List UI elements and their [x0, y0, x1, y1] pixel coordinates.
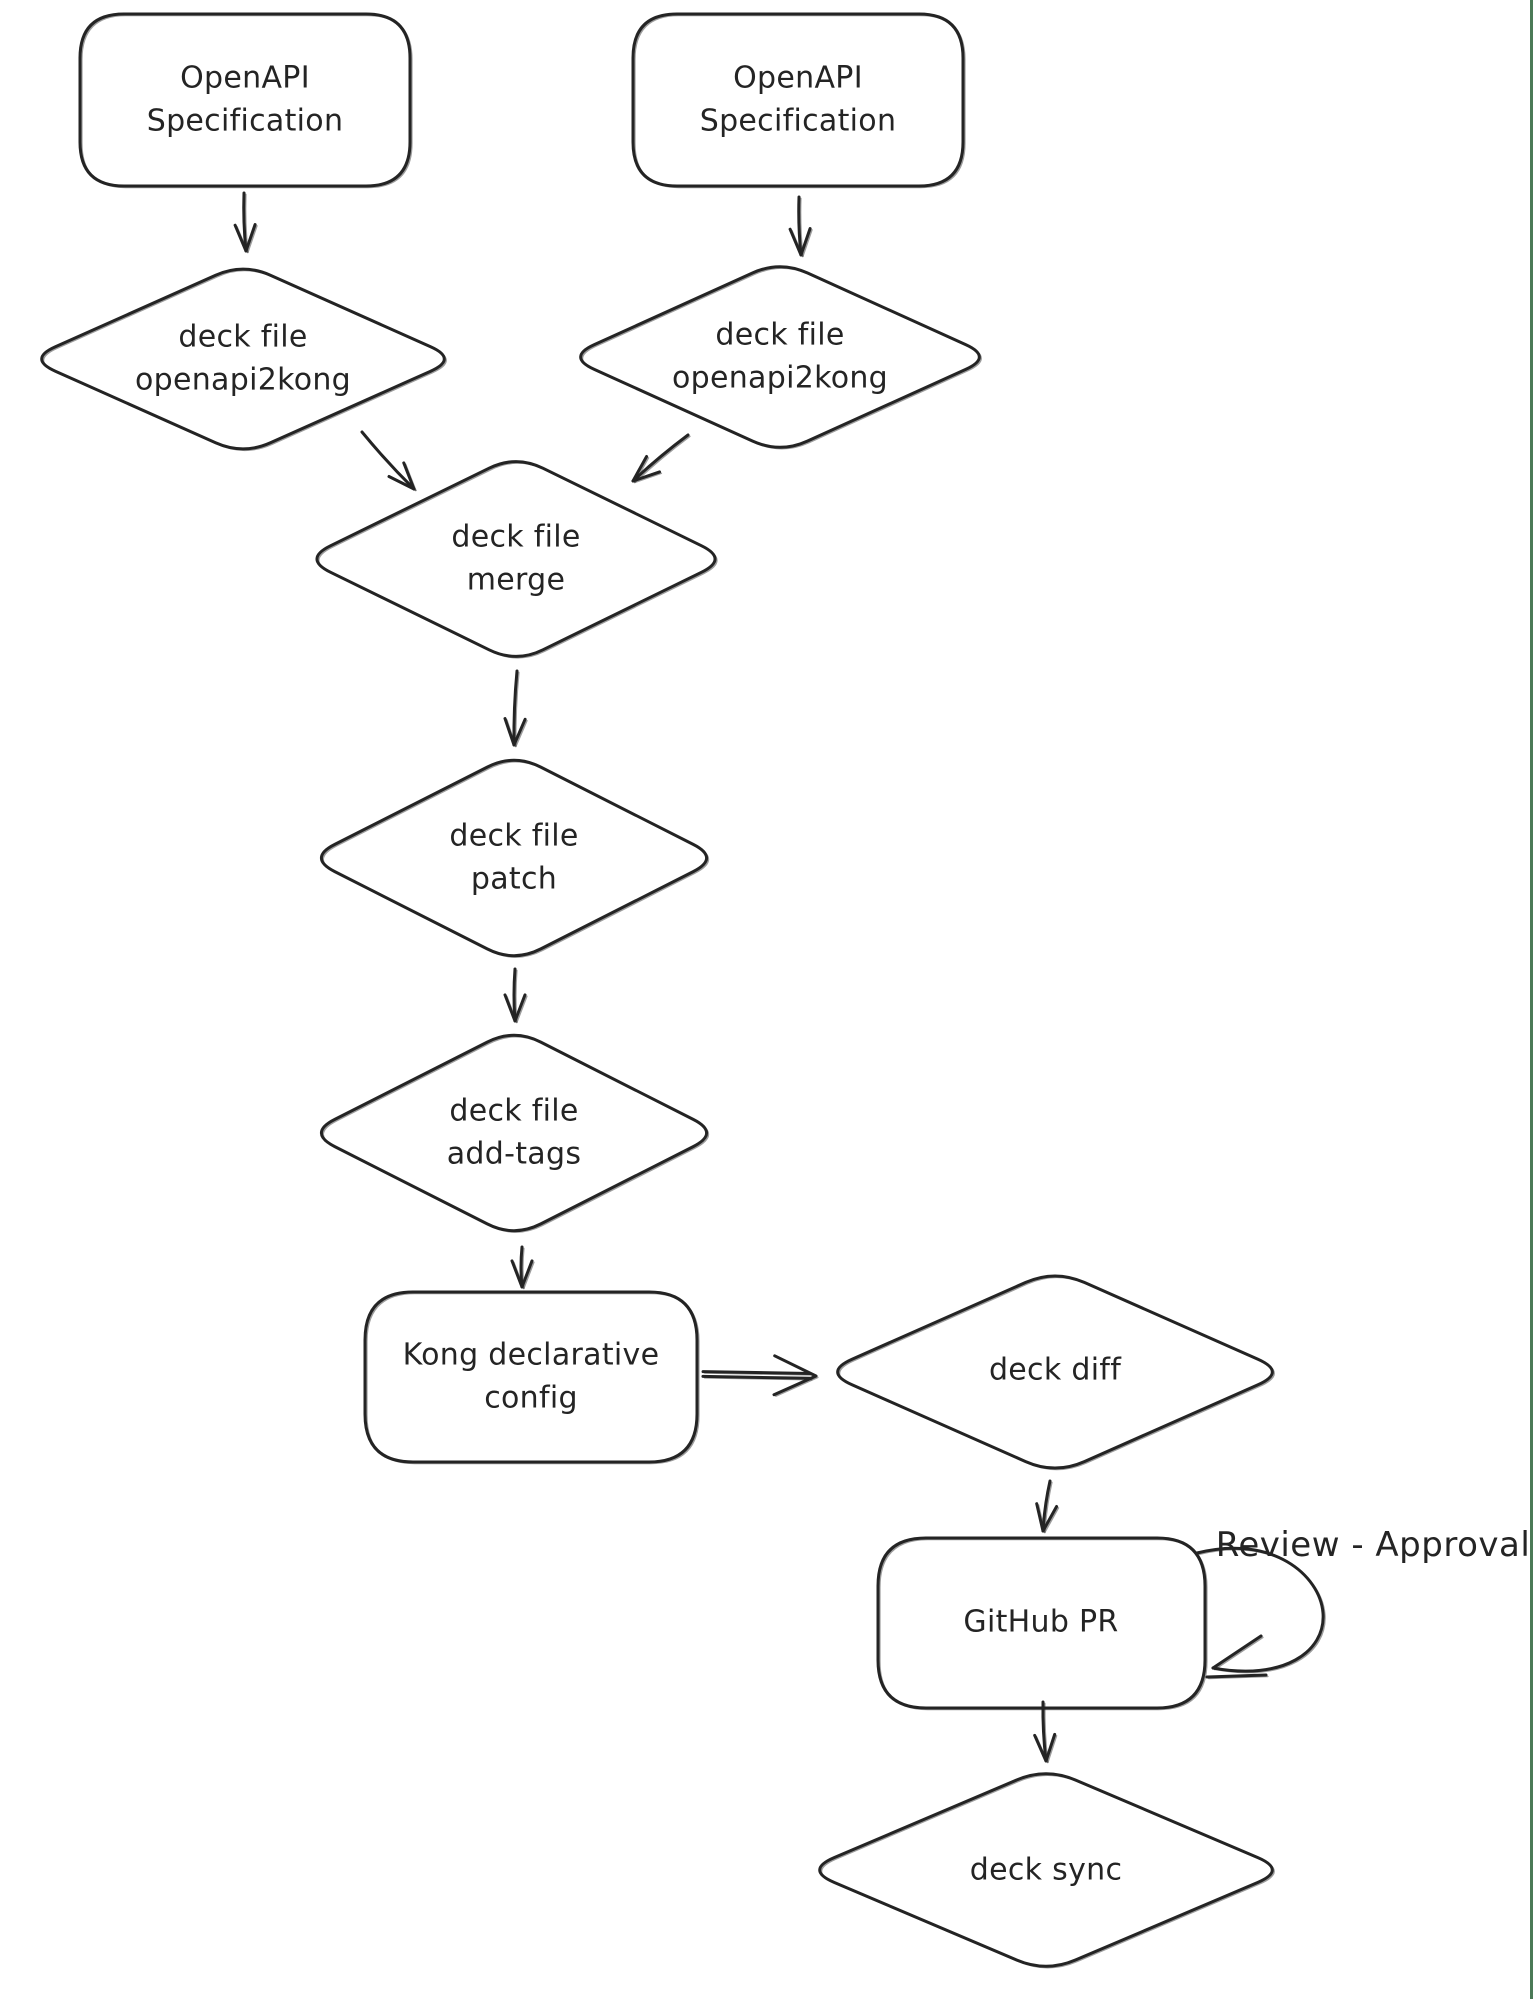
page-edge-line — [1530, 0, 1533, 1999]
arrow-openapi2kong-left-to-merge-shaft — [360, 430, 416, 491]
arrow-kong-config-to-deck-diff-head — [772, 1354, 818, 1397]
node-kong-declarative-config-label: Kong declarative config — [402, 1337, 660, 1415]
node-deck-file-openapi2kong-right-label: deck file openapi2kong — [671, 317, 889, 395]
arrow-github-pr-to-deck-sync-head — [1033, 1732, 1057, 1763]
arrow-github-pr-to-deck-sync-head-sketch-stroke — [1035, 1734, 1058, 1764]
arrow-deck-diff-to-github-pr-head — [1035, 1502, 1059, 1533]
arrow-openapi2kong-left-to-merge-head-sketch-stroke — [389, 463, 417, 492]
arrow-github-pr-review-loop-head-upper-sketch-stroke — [1213, 1636, 1264, 1671]
arrow-spec-left-to-openapi2kong-left-head-sketch-stroke — [236, 225, 258, 254]
review-approval-annotation: Review - Approval — [1215, 1525, 1531, 1565]
arrow-patch-to-add-tags-shaft — [512, 967, 517, 1023]
arrow-patch-to-add-tags-head — [503, 993, 527, 1023]
node-deck-sync-shape-sketch-stroke — [820, 1774, 1275, 1969]
arrow-spec-right-to-openapi2kong-right-head — [788, 227, 812, 257]
arrow-kong-config-to-deck-diff-shaft-b-sketch-stroke — [704, 1372, 813, 1376]
node-deck-file-add-tags-label: deck file add-tags — [446, 1093, 582, 1171]
node-deck-file-openapi2kong-left-label: deck file openapi2kong — [134, 319, 352, 397]
arrow-deck-diff-to-github-pr-head-sketch-stroke — [1037, 1504, 1060, 1534]
node-deck-file-merge-shape-sketch-stroke — [317, 462, 718, 659]
arrow-spec-right-to-openapi2kong-right-head-sketch-stroke — [791, 229, 813, 258]
arrow-kong-config-to-deck-diff-shaft-a — [701, 1374, 812, 1380]
node-openapi-spec-left-shape — [78, 12, 412, 188]
arrow-merge-to-patch-shaft — [512, 669, 519, 747]
node-kong-declarative-config-shape — [363, 1290, 699, 1464]
arrow-add-tags-to-kong-config-head — [510, 1259, 534, 1289]
arrow-github-pr-review-loop-shaft-sketch-stroke — [1197, 1548, 1326, 1674]
arrow-spec-left-to-openapi2kong-left-head — [233, 223, 257, 253]
node-deck-file-add-tags-shape — [319, 1033, 709, 1233]
node-deck-file-add-tags-shape-sketch-stroke — [322, 1035, 710, 1233]
arrow-merge-to-patch-head — [503, 717, 527, 747]
node-deck-diff-label: deck diff — [988, 1352, 1122, 1388]
arrow-github-pr-review-loop-head-lower — [1205, 1673, 1268, 1679]
node-openapi-spec-right-shape-sketch-stroke — [633, 14, 966, 189]
node-deck-file-openapi2kong-right-shape — [579, 265, 981, 449]
node-deck-file-openapi2kong-left-shape-sketch-stroke — [42, 269, 447, 452]
node-deck-diff-shape — [836, 1274, 1274, 1470]
node-github-pr-shape — [876, 1536, 1207, 1710]
arrow-kong-config-to-deck-diff-shaft-a-sketch-stroke — [703, 1376, 813, 1381]
node-openapi-spec-right-label: OpenAPI Specification — [699, 60, 897, 138]
arrow-kong-config-to-deck-diff-shaft-b — [701, 1370, 812, 1375]
node-deck-diff-shape-sketch-stroke — [838, 1276, 1275, 1471]
node-deck-file-merge-label: deck file merge — [451, 519, 581, 597]
arrow-merge-to-patch-head-sketch-stroke — [505, 719, 528, 748]
node-deck-file-patch-shape — [319, 758, 709, 958]
node-deck-file-openapi2kong-right-shape-sketch-stroke — [581, 267, 982, 450]
arrow-openapi2kong-left-to-merge-head — [387, 461, 416, 491]
arrow-openapi2kong-right-to-merge-head — [631, 455, 661, 483]
arrow-kong-config-to-deck-diff-head-sketch-stroke — [774, 1356, 819, 1397]
node-github-pr-shape-sketch-stroke — [878, 1538, 1208, 1711]
arrow-patch-to-add-tags-head-sketch-stroke — [505, 995, 528, 1024]
node-deck-file-patch-shape-sketch-stroke — [322, 760, 710, 958]
node-deck-sync-label: deck sync — [969, 1852, 1123, 1888]
arrow-github-pr-review-loop-head-upper — [1211, 1634, 1263, 1670]
node-deck-file-merge-shape — [315, 460, 717, 658]
node-openapi-spec-right-shape — [631, 12, 965, 188]
arrow-openapi2kong-right-to-merge-head-sketch-stroke — [633, 457, 663, 484]
node-openapi-spec-left-label: OpenAPI Specification — [146, 60, 344, 138]
node-kong-declarative-config-shape-sketch-stroke — [365, 1292, 700, 1465]
arrow-add-tags-to-kong-config-head-sketch-stroke — [512, 1261, 535, 1290]
node-github-pr-label: GitHub PR — [963, 1604, 1119, 1640]
arrow-github-pr-review-loop-head-lower-sketch-stroke — [1207, 1675, 1269, 1680]
node-deck-sync-shape — [818, 1772, 1274, 1968]
arrow-github-pr-review-loop-shaft — [1195, 1546, 1325, 1673]
node-deck-file-openapi2kong-left-shape — [40, 267, 446, 451]
node-deck-file-patch-label: deck file patch — [449, 818, 579, 896]
arrow-openapi2kong-right-to-merge-shaft — [631, 433, 690, 483]
arrow-openapi2kong-right-to-merge-shaft-sketch-stroke — [633, 435, 691, 484]
arrow-openapi2kong-left-to-merge-shaft-sketch-stroke — [362, 432, 417, 492]
node-openapi-spec-left-shape-sketch-stroke — [80, 14, 413, 189]
